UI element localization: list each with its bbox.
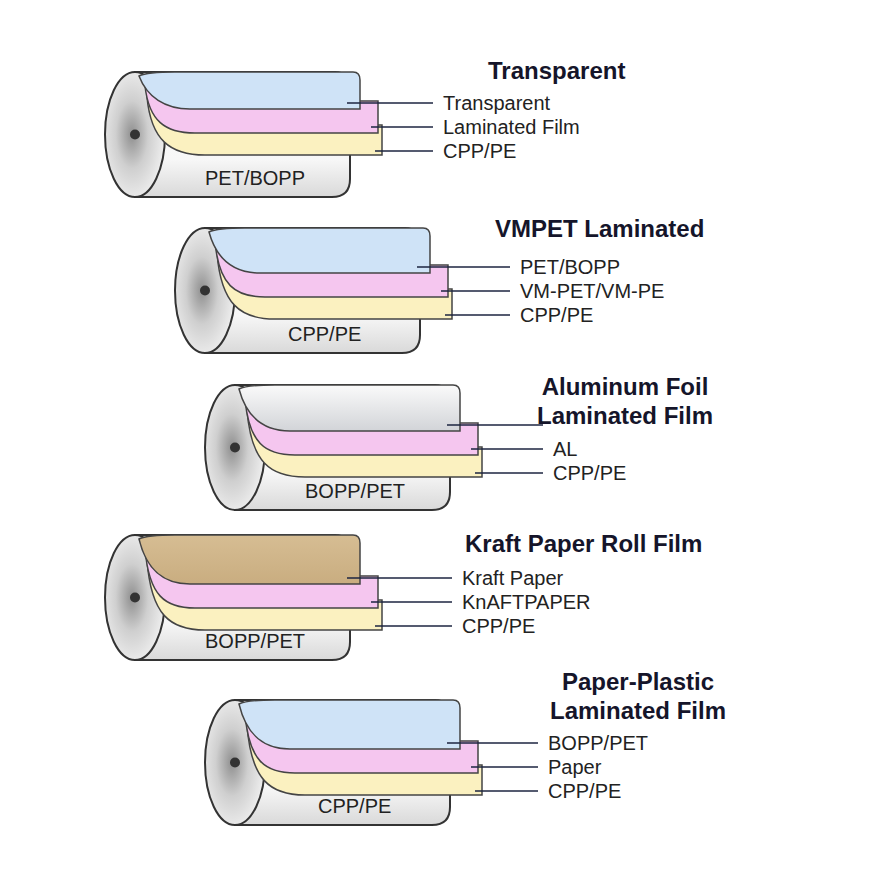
layer-label: Transparent [443,91,550,115]
roll-body-label: CPP/PE [314,792,395,820]
leader-line [447,424,543,426]
layer-label: Laminated Film [443,115,580,139]
outer-layer [239,385,460,431]
leader-line [371,601,452,603]
leader-line [347,102,433,104]
leader-line [371,126,433,128]
film-roll [205,700,538,825]
layer-label: CPP/PE [520,303,593,327]
outer-layer [209,228,430,273]
roll-body-label: PET/BOPP [201,164,309,192]
layer-label: CPP/PE [548,779,621,803]
layer-label: VM-PET/VM-PE [520,279,664,303]
film-roll [105,535,452,660]
leader-line [375,625,452,627]
roll-body-label: BOPP/PET [201,627,309,655]
material-label: BOPP/PET [305,480,405,502]
roll-body-label: CPP/PE [284,320,365,348]
layer-label: PET/BOPP [520,255,620,279]
section-heading: VMPET Laminated [495,214,704,243]
roll-body-label: BOPP/PET [301,477,409,505]
layer-label: Paper [548,755,601,779]
layer-label: BOPP/PET [548,731,648,755]
leader-line [447,742,538,744]
material-label: BOPP/PET [205,630,305,652]
leader-line [471,766,538,768]
section-heading: Aluminum Foil Laminated Film [515,372,735,430]
layer-label: KnAFTPAPER [462,590,591,614]
leader-line [475,790,538,792]
film-roll [105,72,433,197]
material-label: CPP/PE [288,323,361,345]
leader-line [417,266,510,268]
layer-label: CPP/PE [443,139,516,163]
leader-line [347,577,452,579]
section-heading: Kraft Paper Roll Film [465,529,702,558]
layer-label: CPP/PE [462,614,535,638]
section-heading: Paper-Plastic Laminated Film [528,667,748,725]
outer-layer [139,535,360,584]
leader-line [475,472,543,474]
roll-core [230,758,240,768]
roll-core [130,593,140,603]
layer-label: AL [553,437,577,461]
film-roll [205,385,543,510]
section-heading: Transparent [488,56,625,85]
film-roll [175,228,510,353]
leader-line [375,150,433,152]
roll-core [200,286,210,296]
material-label: PET/BOPP [205,167,305,189]
layer-label: Kraft Paper [462,566,563,590]
roll-core [130,130,140,140]
outer-layer [239,700,460,749]
leader-line [441,290,510,292]
material-label: CPP/PE [318,795,391,817]
leader-line [445,314,510,316]
roll-core [230,443,240,453]
outer-layer [139,72,360,109]
layer-label: CPP/PE [553,461,626,485]
leader-line [471,448,543,450]
